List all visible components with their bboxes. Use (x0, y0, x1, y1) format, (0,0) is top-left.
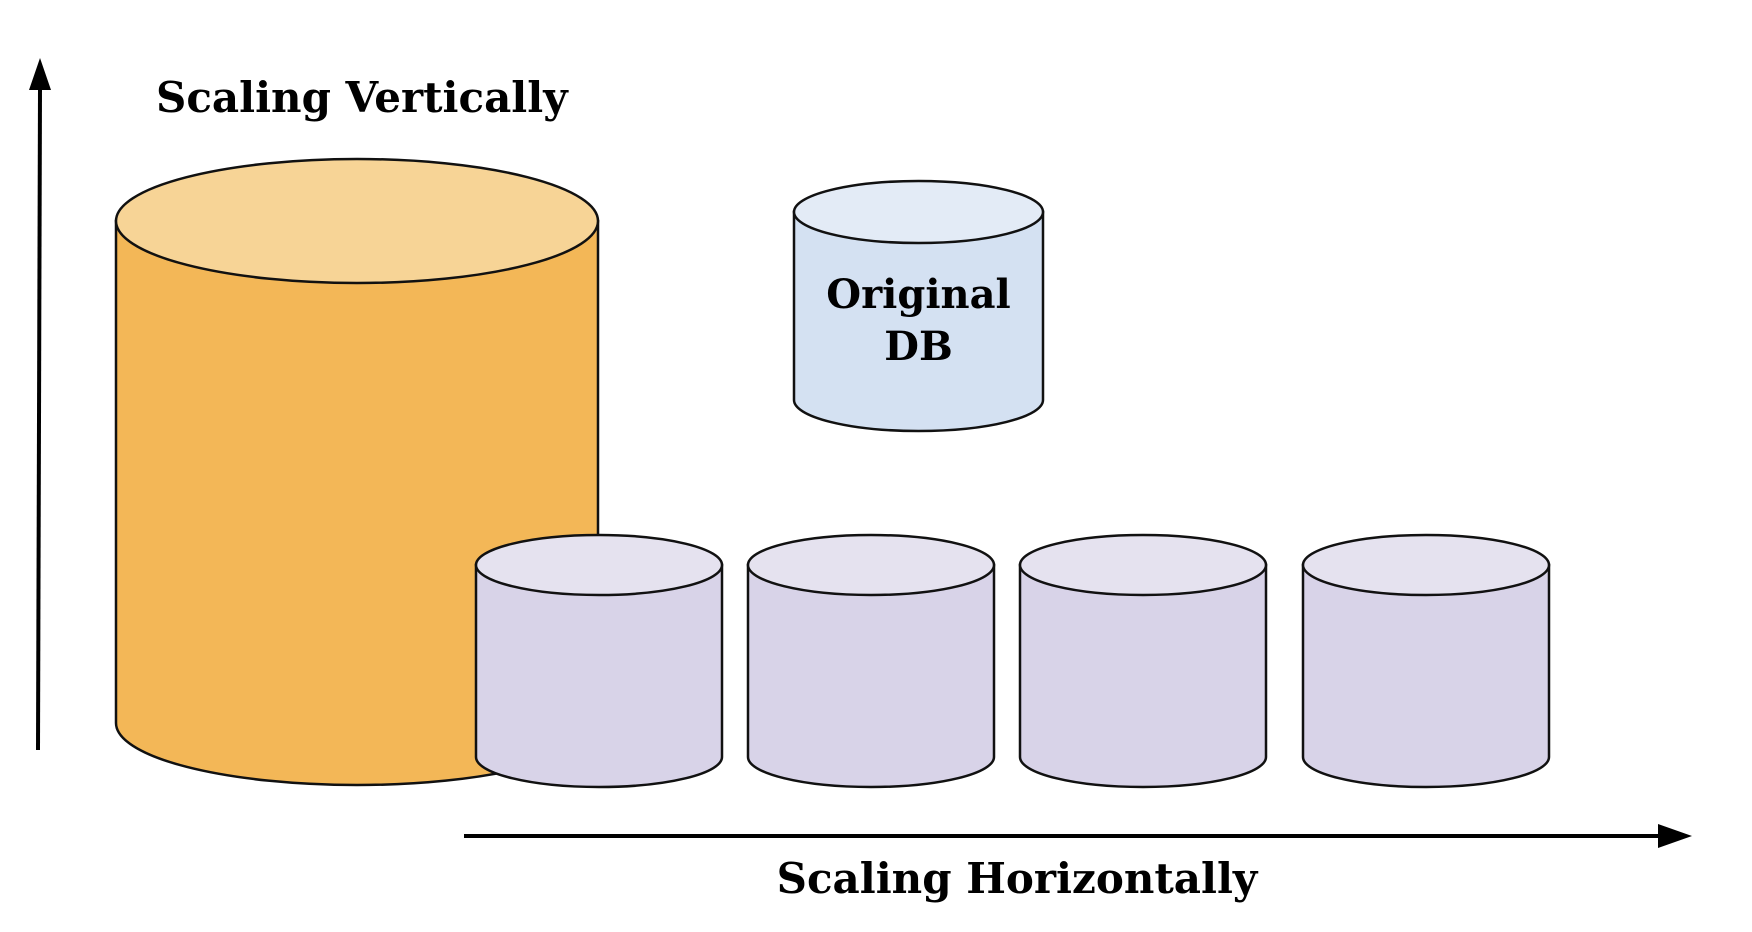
original-db-cylinder: Original DB (792, 179, 1045, 433)
horizontal-db-cylinder-2 (746, 533, 996, 789)
horizontal-db-cylinder-1 (474, 533, 724, 789)
vertical-axis-label: Scaling Vertically (156, 73, 569, 122)
horizontal-db-cylinder-3 (1018, 533, 1268, 789)
original-db-label-line1: Original (826, 271, 1010, 318)
vertical-axis-arrow (29, 58, 51, 751)
horizontal-axis-arrow (464, 824, 1692, 848)
original-db-label-line2: DB (884, 323, 953, 370)
horizontal-axis-label: Scaling Horizontally (777, 854, 1259, 903)
horizontal-db-cylinder-4 (1301, 533, 1551, 789)
